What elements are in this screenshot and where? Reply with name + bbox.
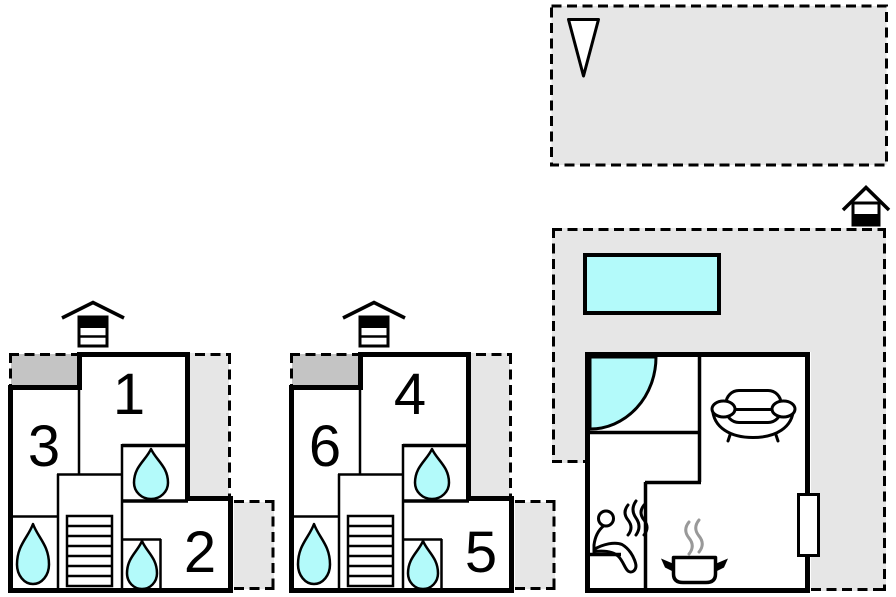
room-label: 5 xyxy=(465,520,497,585)
steam-icon xyxy=(623,499,649,537)
direction-arrow-icon xyxy=(567,18,600,78)
door xyxy=(797,493,820,557)
sauna-person-icon xyxy=(592,499,649,574)
room-label: 4 xyxy=(394,362,426,427)
steam-icon xyxy=(684,518,704,556)
room-label: 1 xyxy=(113,362,145,427)
floor-plan-a: 1 3 2 xyxy=(8,303,275,593)
balcony-terrace xyxy=(550,4,888,167)
pool xyxy=(583,253,721,315)
sofa-icon xyxy=(710,389,797,443)
corner-bath-icon xyxy=(588,355,658,431)
room-label: 2 xyxy=(184,520,216,585)
floor-plan-b: 4 6 5 xyxy=(289,303,556,593)
house-exterior-wall xyxy=(585,352,810,593)
chimney-solid-icon xyxy=(841,185,891,227)
room-label: 3 xyxy=(28,414,60,479)
cooking-pot-icon xyxy=(661,518,728,585)
main-house xyxy=(585,352,820,593)
room-label: 6 xyxy=(309,414,341,479)
main-terrace xyxy=(552,228,886,591)
